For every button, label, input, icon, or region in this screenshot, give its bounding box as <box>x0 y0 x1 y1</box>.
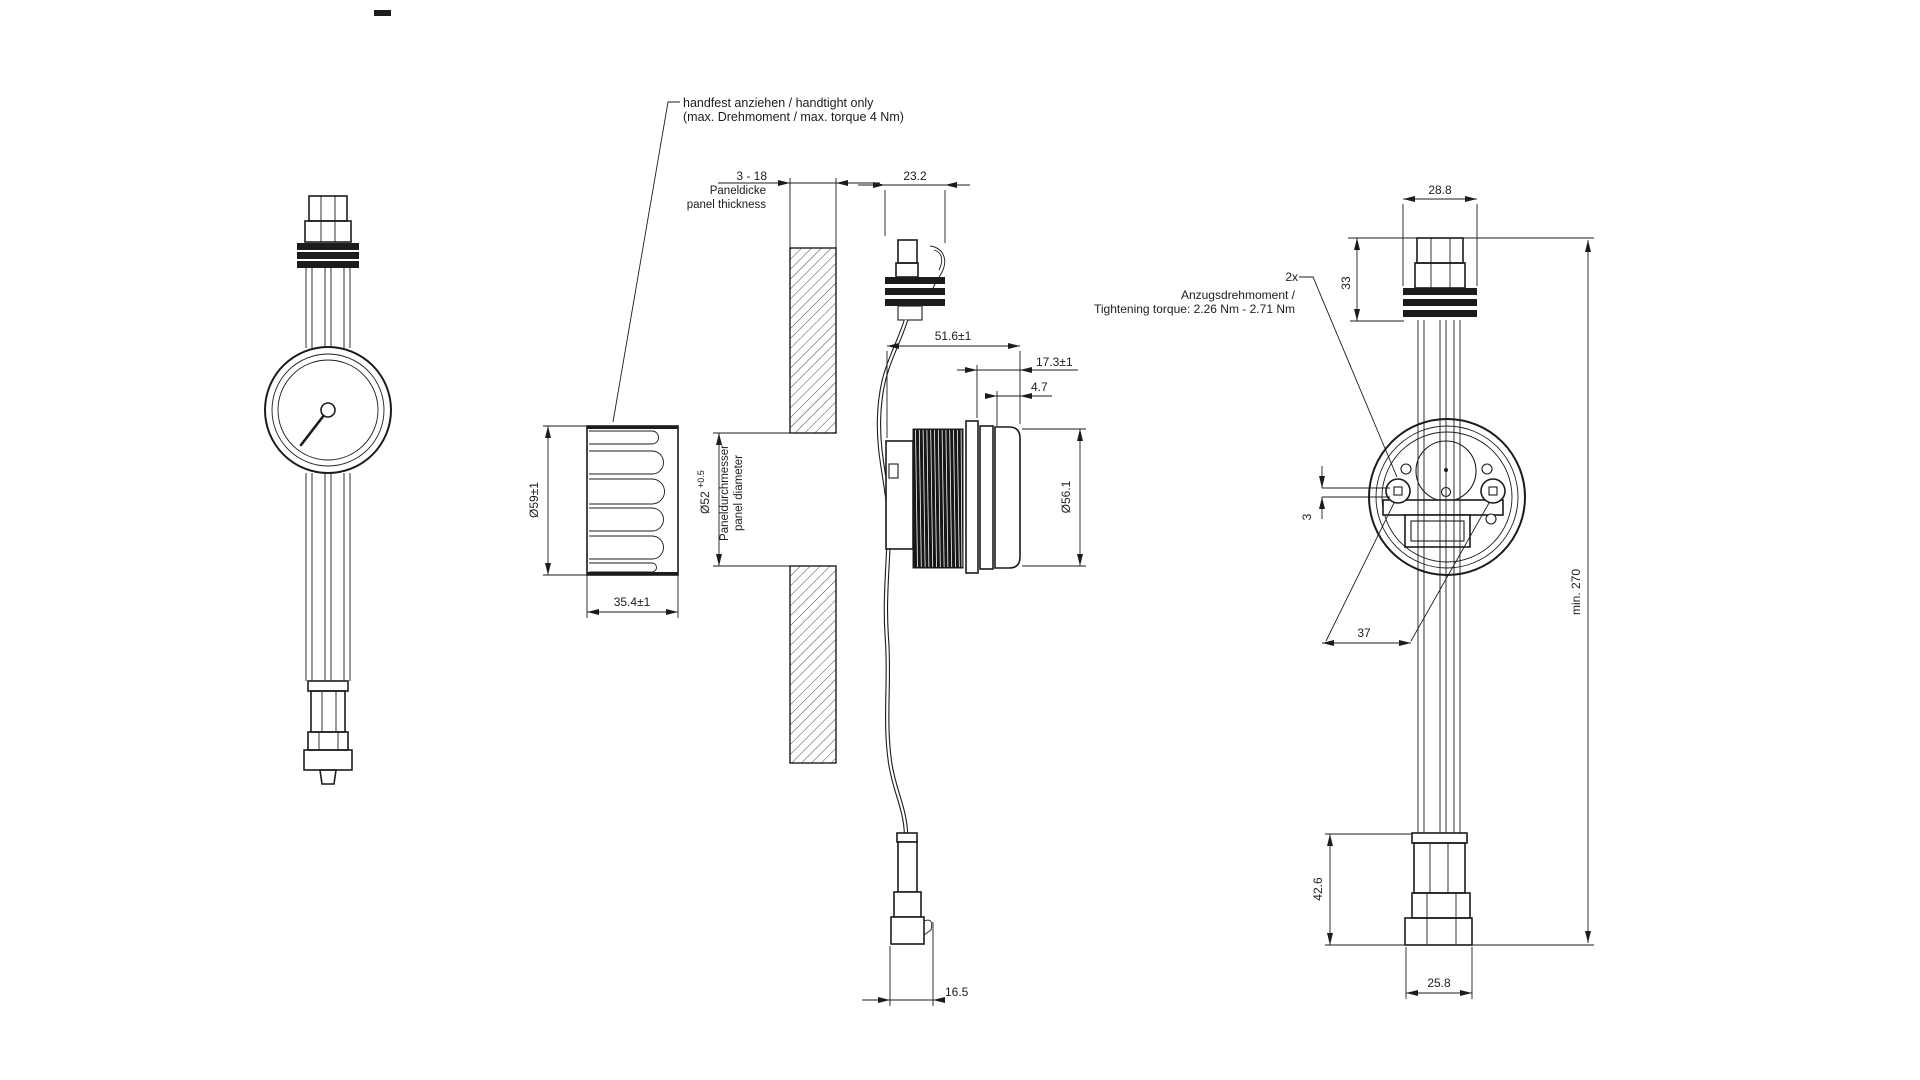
gauge-side-view: 23.2 51.6±1 17.3±1 <box>858 169 1086 1006</box>
panel-lower <box>789 565 837 764</box>
lock-nut-view: Ø59±1 35.4±1 handfest anziehen / handtig… <box>527 96 904 618</box>
washer <box>979 425 994 570</box>
seal-ring <box>885 299 945 306</box>
connector-latch <box>923 919 933 936</box>
dim-head-width: 28.8 <box>1428 183 1452 197</box>
dim-foot-height: 42.6 <box>1311 877 1325 901</box>
dim-panel-hole-tol: +0.5 <box>696 470 706 488</box>
dim-housing-length: 51.6±1 <box>935 329 972 343</box>
seal-ring <box>1403 310 1477 317</box>
seal-ring <box>885 277 945 284</box>
dim-terminal-thickness: 3 <box>1300 513 1314 520</box>
front-bezel <box>994 426 1021 569</box>
stem-tubes <box>305 268 351 681</box>
dial-bezel <box>264 346 392 474</box>
seal-ring <box>297 261 359 268</box>
gauge-rear-view: 28.8 33 3 <box>1094 183 1594 999</box>
note-handtight-line1: handfest anziehen / handtight only <box>683 96 874 110</box>
bottom-connector <box>890 916 925 945</box>
dim-top-connector-width: 23.2 <box>903 169 927 183</box>
note-handtight-line2: (max. Drehmoment / max. torque 4 Nm) <box>683 110 904 124</box>
dim-panel-thickness-label-en: panel thickness <box>687 199 767 211</box>
dim-terminal-spacing: 37 <box>1357 626 1371 640</box>
cable <box>876 319 909 834</box>
dim-front-depth: 17.3±1 <box>1036 355 1073 369</box>
bottom-tab <box>319 769 337 785</box>
seal-ring <box>885 288 945 295</box>
seal-ring <box>297 252 359 259</box>
dim-body-od: Ø56.1 <box>1059 480 1073 513</box>
dim-min-length: min. 270 <box>1569 569 1583 615</box>
dim-panel-thickness-label-de: Paneldicke <box>710 185 766 197</box>
qty-leader <box>1299 276 1398 478</box>
dim-nut-length: 35.4±1 <box>614 595 651 609</box>
note-torque-line2: Tightening torque: 2.26 Nm - 2.71 Nm <box>1094 302 1295 316</box>
spring-clip <box>929 245 946 293</box>
dim-panel-hole-label-en: panel diameter <box>733 455 745 531</box>
dim-panel-hole-label-de: Paneldurchmesser <box>719 445 731 541</box>
note-torque-line1: Anzugsdrehmoment / <box>1181 288 1296 302</box>
dim-head-height: 33 <box>1339 276 1353 290</box>
hole <box>1400 463 1412 475</box>
dim-panel-hole: Ø52 <box>698 491 712 514</box>
dim-foot-width: 25.8 <box>1427 976 1451 990</box>
spring-clip-inner <box>933 249 943 271</box>
page-mark <box>374 10 391 16</box>
thread-lines <box>915 429 963 568</box>
needle-hub <box>320 402 336 418</box>
note-leader <box>612 101 680 423</box>
hole <box>1485 513 1497 525</box>
seal-ring <box>1403 288 1477 295</box>
mount-flange <box>965 420 979 574</box>
seal-ring <box>1403 299 1477 306</box>
stem-tubes <box>1417 320 1461 833</box>
hole <box>1481 463 1493 475</box>
cable-core <box>877 319 908 834</box>
rear-cap <box>885 440 914 550</box>
dim-bezel-depth: 4.7 <box>1031 380 1048 394</box>
seal-ring <box>297 243 359 250</box>
panel-cross-section: 3 - 18 Paneldicke panel thickness Ø52 +0… <box>687 169 880 764</box>
panel-upper <box>789 247 837 434</box>
dim-bottom-connector-width: 16.5 <box>945 985 969 999</box>
gauge-front-view <box>264 195 392 785</box>
note-qty: 2x <box>1285 270 1298 284</box>
dim-nut-od: Ø59±1 <box>527 482 541 518</box>
dim-panel-thickness: 3 - 18 <box>736 169 767 183</box>
knurl-slots <box>589 430 665 573</box>
